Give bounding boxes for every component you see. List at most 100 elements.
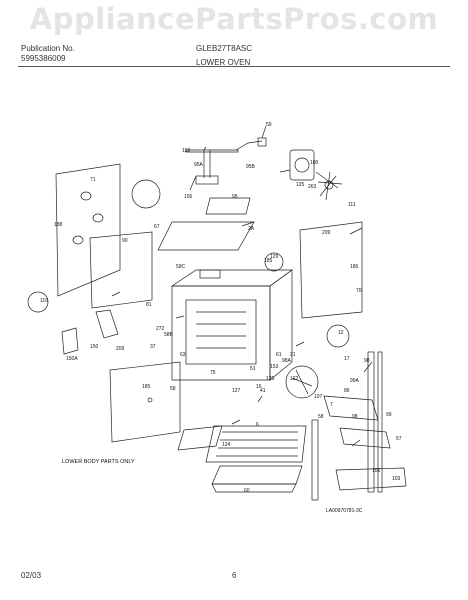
part-label: 6 [256,422,259,428]
part-label: 185 [142,384,151,390]
bake-element [335,467,407,491]
rack-wires [216,431,298,457]
vent-tube-bend [235,140,263,151]
footer-date: 02/03 [21,571,42,580]
part-label: 122 [290,376,299,382]
part-label: 209 [116,346,125,352]
vent-tube-down [203,150,211,178]
lower-front-panel [109,361,181,443]
part-label: 98 [364,358,370,364]
part-label: 263 [308,184,317,190]
part-label: 125 [296,182,305,188]
part-label: 63 [180,352,186,358]
oven-cavity-opening [185,299,257,365]
vent-tube-cap [195,175,219,185]
part-label: 59 [266,122,272,128]
part-label: 58B [164,332,174,338]
part-label: 75 [210,370,216,376]
part-label: 150A [66,356,78,362]
part-label: 98 [352,414,358,420]
part-label: 67 [154,224,160,230]
rack-guides [196,311,246,349]
broil-elements [323,395,391,449]
publication-number: 5995386009 [21,54,66,63]
part-label: 116 [40,298,48,304]
part-label: 51 [250,366,256,372]
part-label: 272 [156,326,165,332]
part-label: 95 [232,194,238,200]
trim-strip-right [367,351,375,493]
leader-lines [111,125,373,447]
part-label: 99 [386,412,392,418]
fan-blade [315,171,343,201]
switch-detail-circle [27,291,49,313]
oven-rack [205,425,307,463]
part-label: 188 [54,222,63,228]
drip-tray [177,425,223,451]
publication-label: Publication No. [21,44,75,53]
part-label: 124 [222,442,231,448]
part-label: 103 [392,476,401,482]
control-bracket [89,231,153,309]
part-label: 129 [270,254,279,260]
part-label: 71 [90,177,96,183]
part-label: 153 [270,364,279,370]
header-rule [18,66,450,67]
part-label: 98A [282,358,292,364]
part-label: 2A [248,226,255,232]
part-label: 59C [176,264,186,270]
side-panel-left [55,163,121,297]
part-label: 7 [330,402,333,408]
footer-page: 6 [232,571,237,580]
part-label: 185 [264,258,273,264]
fan-hub [324,180,334,190]
part-label: 186 [350,264,359,270]
diagram-code: LA00970781-3C [326,508,363,514]
part-label: 57 [396,436,402,442]
light-socket-58C [199,269,221,279]
part-label: 86 [344,388,350,394]
broiler-pan-base [211,483,297,493]
fan-cover-detail [326,324,350,348]
part-label: 209 [322,230,331,236]
part-label: 150 [90,344,99,350]
part-label: 99A [350,378,360,384]
part-label: 58 [170,386,176,392]
rear-panel [299,221,363,319]
part-label: 60 [244,488,250,494]
part-label: 12 [338,330,344,336]
part-label: 126 [266,376,275,382]
trim-strip-right-2 [377,351,383,493]
part-label: 127 [232,388,241,394]
vent-tube-horizontal [185,149,239,153]
part-label: 81 [146,302,152,308]
part-label: 95A [194,162,204,168]
part-label: 37 [150,344,156,350]
fan-motor-housing [289,149,315,181]
vent-baffle [205,197,251,215]
part-label: 61 [276,352,282,358]
part-label: 70 [356,288,362,294]
part-label: 100 [310,160,319,166]
oven-cavity-side [269,269,293,381]
part-label: 111 [348,202,356,208]
sensor-detail-circle [264,252,284,272]
part-label: 107 [314,394,323,400]
model-number: GLEB27T8ASC [196,44,253,53]
part-label: 41 [260,388,266,394]
fan-guard-spokes [291,369,313,395]
section-title: LOWER OVEN [196,58,251,67]
thermostat-detail-circle [131,179,161,209]
bracket-150 [95,309,119,339]
part-label: 58 [318,414,324,420]
part-label: 17 [344,356,350,362]
fan-motor-rotor [294,157,310,173]
trim-strip-58 [311,419,319,501]
vent-fitting-59 [257,137,267,147]
bracket-150A [61,327,79,355]
part-label: 21 [290,352,296,358]
part-label: 156 [184,194,193,200]
part-label: 95B [246,164,256,170]
